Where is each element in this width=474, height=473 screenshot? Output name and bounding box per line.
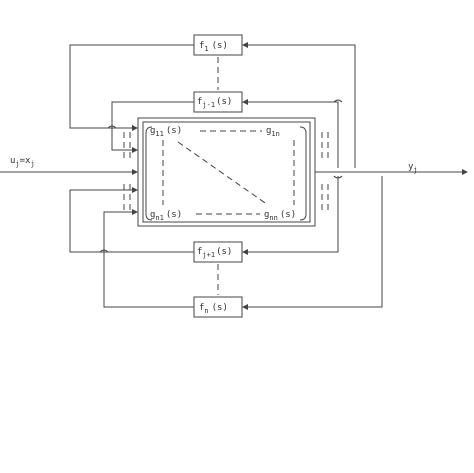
output-arrow	[462, 169, 468, 175]
fj-plus-1-loop-left	[69, 189, 194, 253]
fn-loop-right	[244, 176, 383, 308]
f1-out-arrow	[132, 125, 138, 131]
g11-label: g11(s)	[150, 126, 182, 138]
fj-minus-1-out-arrow	[132, 147, 138, 153]
crossing-hop-3	[99, 249, 109, 253]
fj-plus-1-loop-right	[244, 176, 339, 253]
matrix-right-bracket	[299, 126, 307, 221]
block-fn-label: fn(s)	[199, 303, 228, 315]
fn-in-arrow	[242, 304, 248, 310]
block-fj-minus-1-label: fj-1(s)	[197, 97, 232, 109]
g1n-label: g1n	[266, 126, 280, 138]
matrix-left-bracket	[145, 126, 153, 221]
gnn-label: gnn(s)	[264, 210, 296, 222]
fn-out-arrow	[132, 209, 138, 215]
f1-loop-left	[69, 44, 194, 129]
crossing-hop-2	[333, 99, 343, 103]
input-arrow	[132, 169, 138, 175]
gn1-label: gn1(s)	[150, 210, 182, 222]
output-label: yj	[408, 162, 418, 174]
f1-in-arrow	[242, 42, 248, 48]
f1-loop-right	[244, 44, 356, 168]
fn-loop-left	[103, 211, 194, 308]
block-f1-label: f1(s)	[199, 41, 228, 53]
fj-minus-1-in-arrow	[242, 99, 248, 105]
crossing-hop-1	[107, 125, 117, 129]
matrix-diagonal-dash	[177, 141, 269, 206]
plant-inner-box	[142, 121, 311, 223]
crossing-hop-4	[333, 175, 343, 179]
fj-plus-1-in-arrow	[242, 249, 248, 255]
fj-minus-1-loop-right	[244, 101, 339, 168]
block-fj-plus-1-label: fj+1(s)	[197, 247, 232, 259]
input-label: uj=xj	[10, 156, 35, 168]
fj-plus-1-out-arrow	[132, 187, 138, 193]
